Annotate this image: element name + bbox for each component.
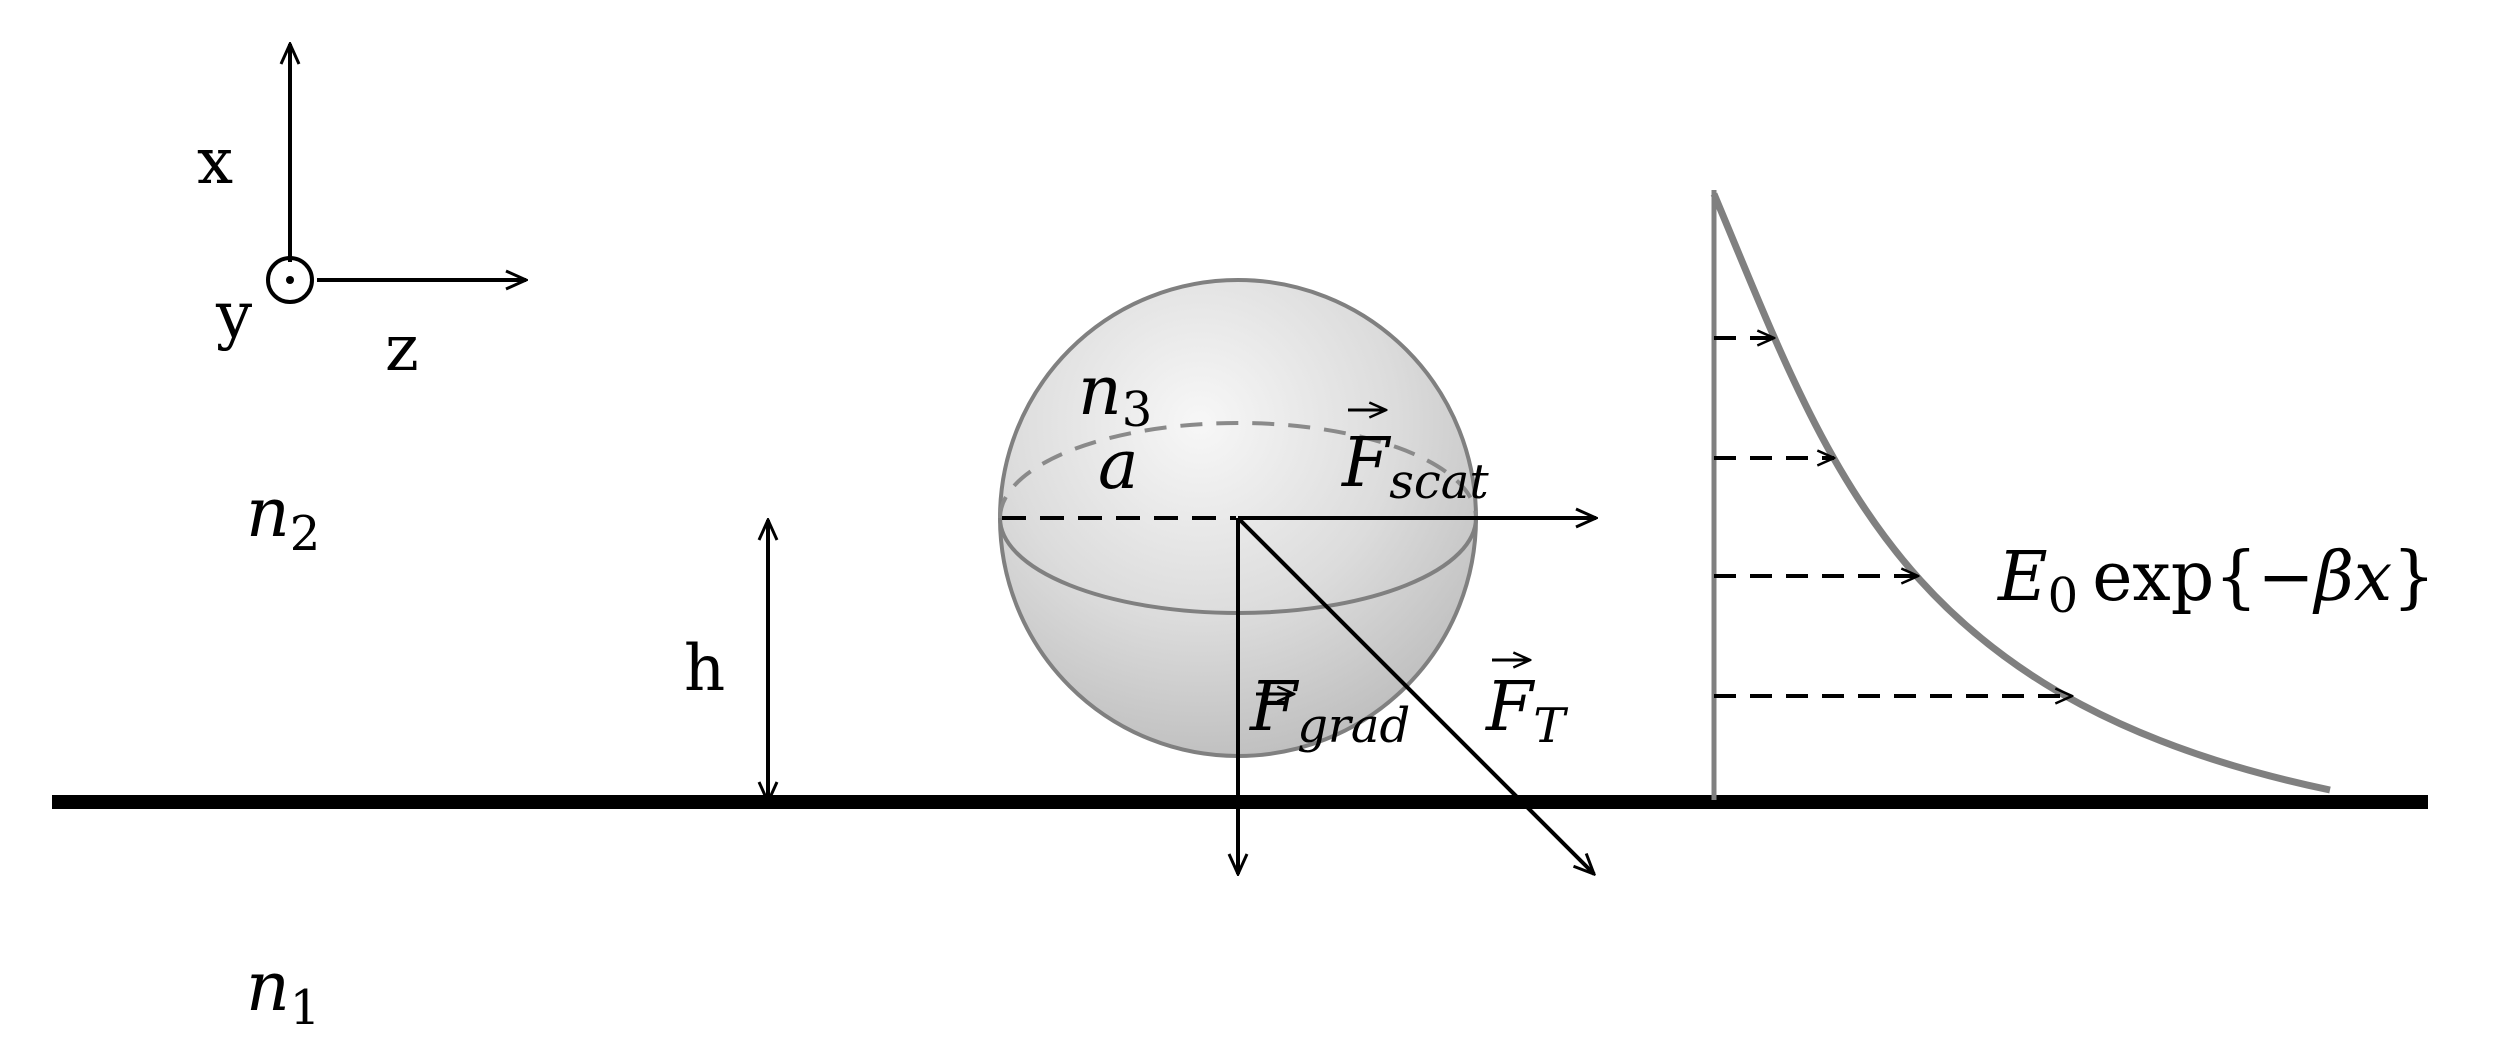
y-axis-dot xyxy=(286,276,294,284)
height-indicator: h xyxy=(684,520,768,802)
z-axis-label: z xyxy=(385,312,419,386)
particle-index-label: n3 xyxy=(1078,352,1152,438)
y-axis-label: y xyxy=(215,279,252,353)
force-vectors: Fscat Fgrad FT xyxy=(1238,410,1596,874)
svg-text:Fscat: Fscat xyxy=(1340,424,1489,510)
medium-lower-label: n1 xyxy=(246,948,320,1036)
force-grad-label: Fgrad xyxy=(1248,668,1410,754)
sphere-equator-back xyxy=(998,421,1478,519)
medium-upper-label: n2 xyxy=(246,474,320,562)
force-scat-label: Fscat xyxy=(1340,410,1489,510)
force-total-arrow xyxy=(1236,516,1594,874)
force-total-label: FT xyxy=(1484,660,1568,754)
svg-text:FT: FT xyxy=(1484,668,1568,754)
height-label: h xyxy=(684,632,725,706)
y-axis-out-of-plane-icon xyxy=(266,256,314,304)
x-axis-label: x xyxy=(197,125,233,199)
particle-radius-label: a xyxy=(1098,426,1139,505)
field-decay-curve xyxy=(1710,192,2331,794)
svg-text:Fgrad: Fgrad xyxy=(1248,668,1410,754)
coordinate-axes: x y z xyxy=(197,44,526,386)
